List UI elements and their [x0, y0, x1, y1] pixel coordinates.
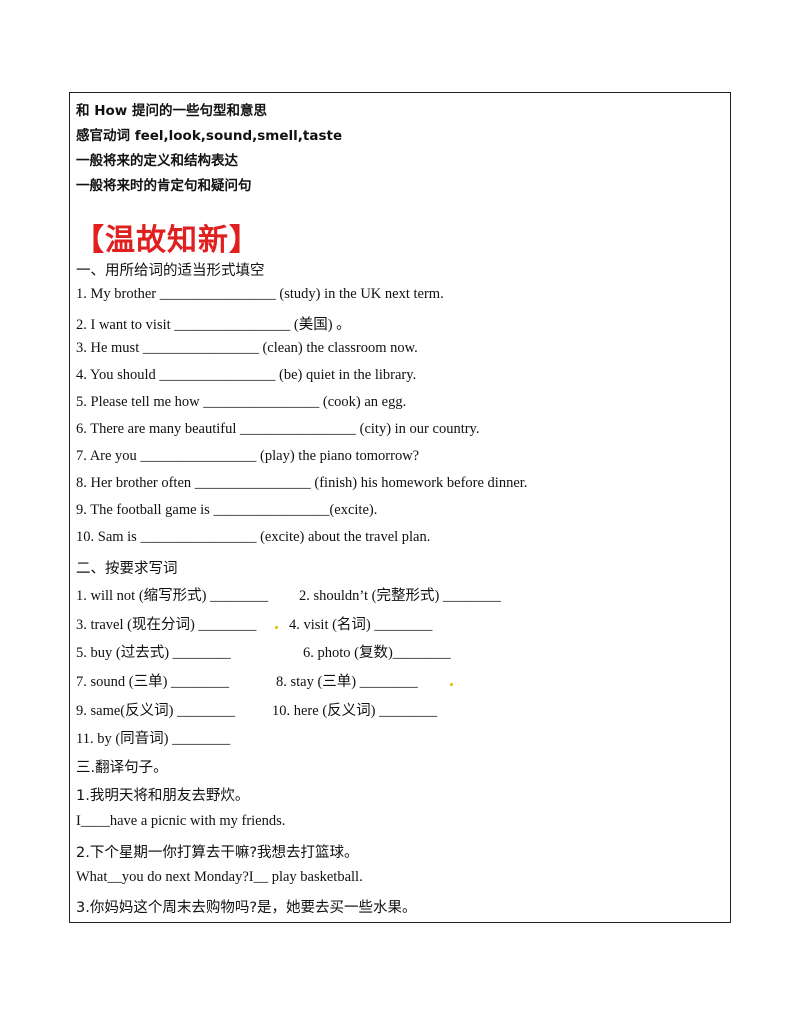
word-item-4: 4. visit (名词) ________ — [289, 617, 433, 633]
word-item-8: 8. stay (三单) ________ — [276, 674, 418, 690]
worksheet-frame: 和 How 提问的一些句型和意思 感官动词 feel,look,sound,sm… — [69, 92, 731, 923]
fill-item-3: 3. He must ________________ (clean) the … — [76, 340, 418, 356]
translate-prompt-1: 1.我明天将和朋友去野炊。 — [76, 788, 250, 804]
fill-item-10: 10. Sam is ________________ (excite) abo… — [76, 529, 431, 545]
header-item-3: 一般将来的定义和结构表达 — [76, 153, 238, 169]
word-item-7: 7. sound (三单) ________ — [76, 674, 230, 690]
section2-heading: 二、按要求写词 — [76, 561, 178, 577]
fill-item-2: 2. I want to visit ________________ (美国)… — [76, 317, 351, 333]
word-item-1: 1. will not (缩写形式) ________ — [76, 588, 269, 604]
section3-heading: 三.翻译句子。 — [76, 760, 168, 776]
word-item-5: 5. buy (过去式) ________ — [76, 645, 231, 661]
fill-item-6: 6. There are many beautiful ____________… — [76, 421, 480, 437]
fill-item-5: 5. Please tell me how ________________ (… — [76, 394, 407, 410]
fill-item-9: 9. The football game is ________________… — [76, 502, 378, 518]
translate-prompt-2: 2.下个星期一你打算去干嘛?我想去打篮球。 — [76, 845, 359, 861]
section1-heading: 一、用所给词的适当形式填空 — [76, 263, 265, 279]
word-item-10: 10. here (反义词) ________ — [272, 703, 438, 719]
word-item-3: 3. travel (现在分词) ________ — [76, 617, 257, 633]
word-item-6: 6. photo (复数)________ — [303, 645, 451, 661]
word-item-11: 11. by (同音词) ________ — [76, 731, 231, 747]
translate-prompt-3: 3.你妈妈这个周末去购物吗?是，她要去买一些水果。 — [76, 900, 417, 916]
fill-item-8: 8. Her brother often ________________ (f… — [76, 475, 528, 491]
highlight-dot — [450, 683, 453, 686]
highlight-dot — [275, 626, 278, 629]
header-item-1: 和 How 提问的一些句型和意思 — [76, 103, 267, 119]
header-item-2: 感官动词 feel,look,sound,smell,taste — [76, 128, 343, 144]
word-item-2: 2. shouldn’t (完整形式) ________ — [299, 588, 501, 604]
translate-answer-2: What__you do next Monday?I__ play basket… — [76, 869, 363, 885]
fill-item-1: 1. My brother ________________ (study) i… — [76, 286, 444, 302]
header-item-4: 一般将来时的肯定句和疑问句 — [76, 178, 252, 194]
fill-item-4: 4. You should ________________ (be) quie… — [76, 367, 417, 383]
fill-item-7: 7. Are you ________________ (play) the p… — [76, 448, 420, 464]
review-title: 【温故知新】 — [74, 223, 260, 258]
word-item-9: 9. same(反义词) ________ — [76, 703, 236, 719]
translate-answer-1: I____have a picnic with my friends. — [76, 813, 286, 829]
